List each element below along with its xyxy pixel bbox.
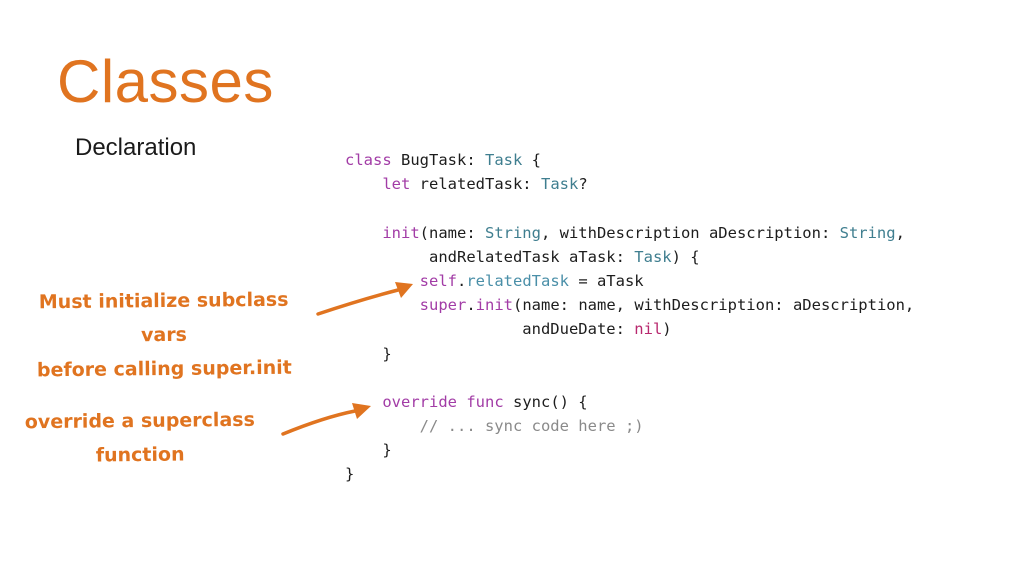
- code-line: andRelatedTask aTask: Task) {: [345, 247, 700, 266]
- code-line: andDueDate: nil): [345, 320, 672, 339]
- arrow-to-self-line: [316, 282, 413, 316]
- code-block: class BugTask: Task { let relatedTask: T…: [345, 148, 914, 487]
- code-line: }: [345, 344, 392, 363]
- code-line: override func sync() {: [382, 392, 588, 411]
- arrow-to-override-line: [281, 403, 371, 436]
- code-line: }: [345, 465, 355, 484]
- code-line: }: [345, 441, 392, 460]
- slide-subtitle: Declaration: [75, 134, 197, 161]
- code-line: class BugTask: Task {: [345, 151, 541, 169]
- code-line: init(name: String, withDescription aDesc…: [382, 223, 905, 242]
- code-line: // ... sync code here ;): [419, 417, 644, 436]
- code-line: let relatedTask: Task?: [382, 175, 588, 194]
- code-line: self.relatedTask = aTask: [419, 271, 644, 290]
- code-line: super.init(name: name, withDescription: …: [419, 296, 915, 315]
- slide-title: Classes: [57, 48, 274, 115]
